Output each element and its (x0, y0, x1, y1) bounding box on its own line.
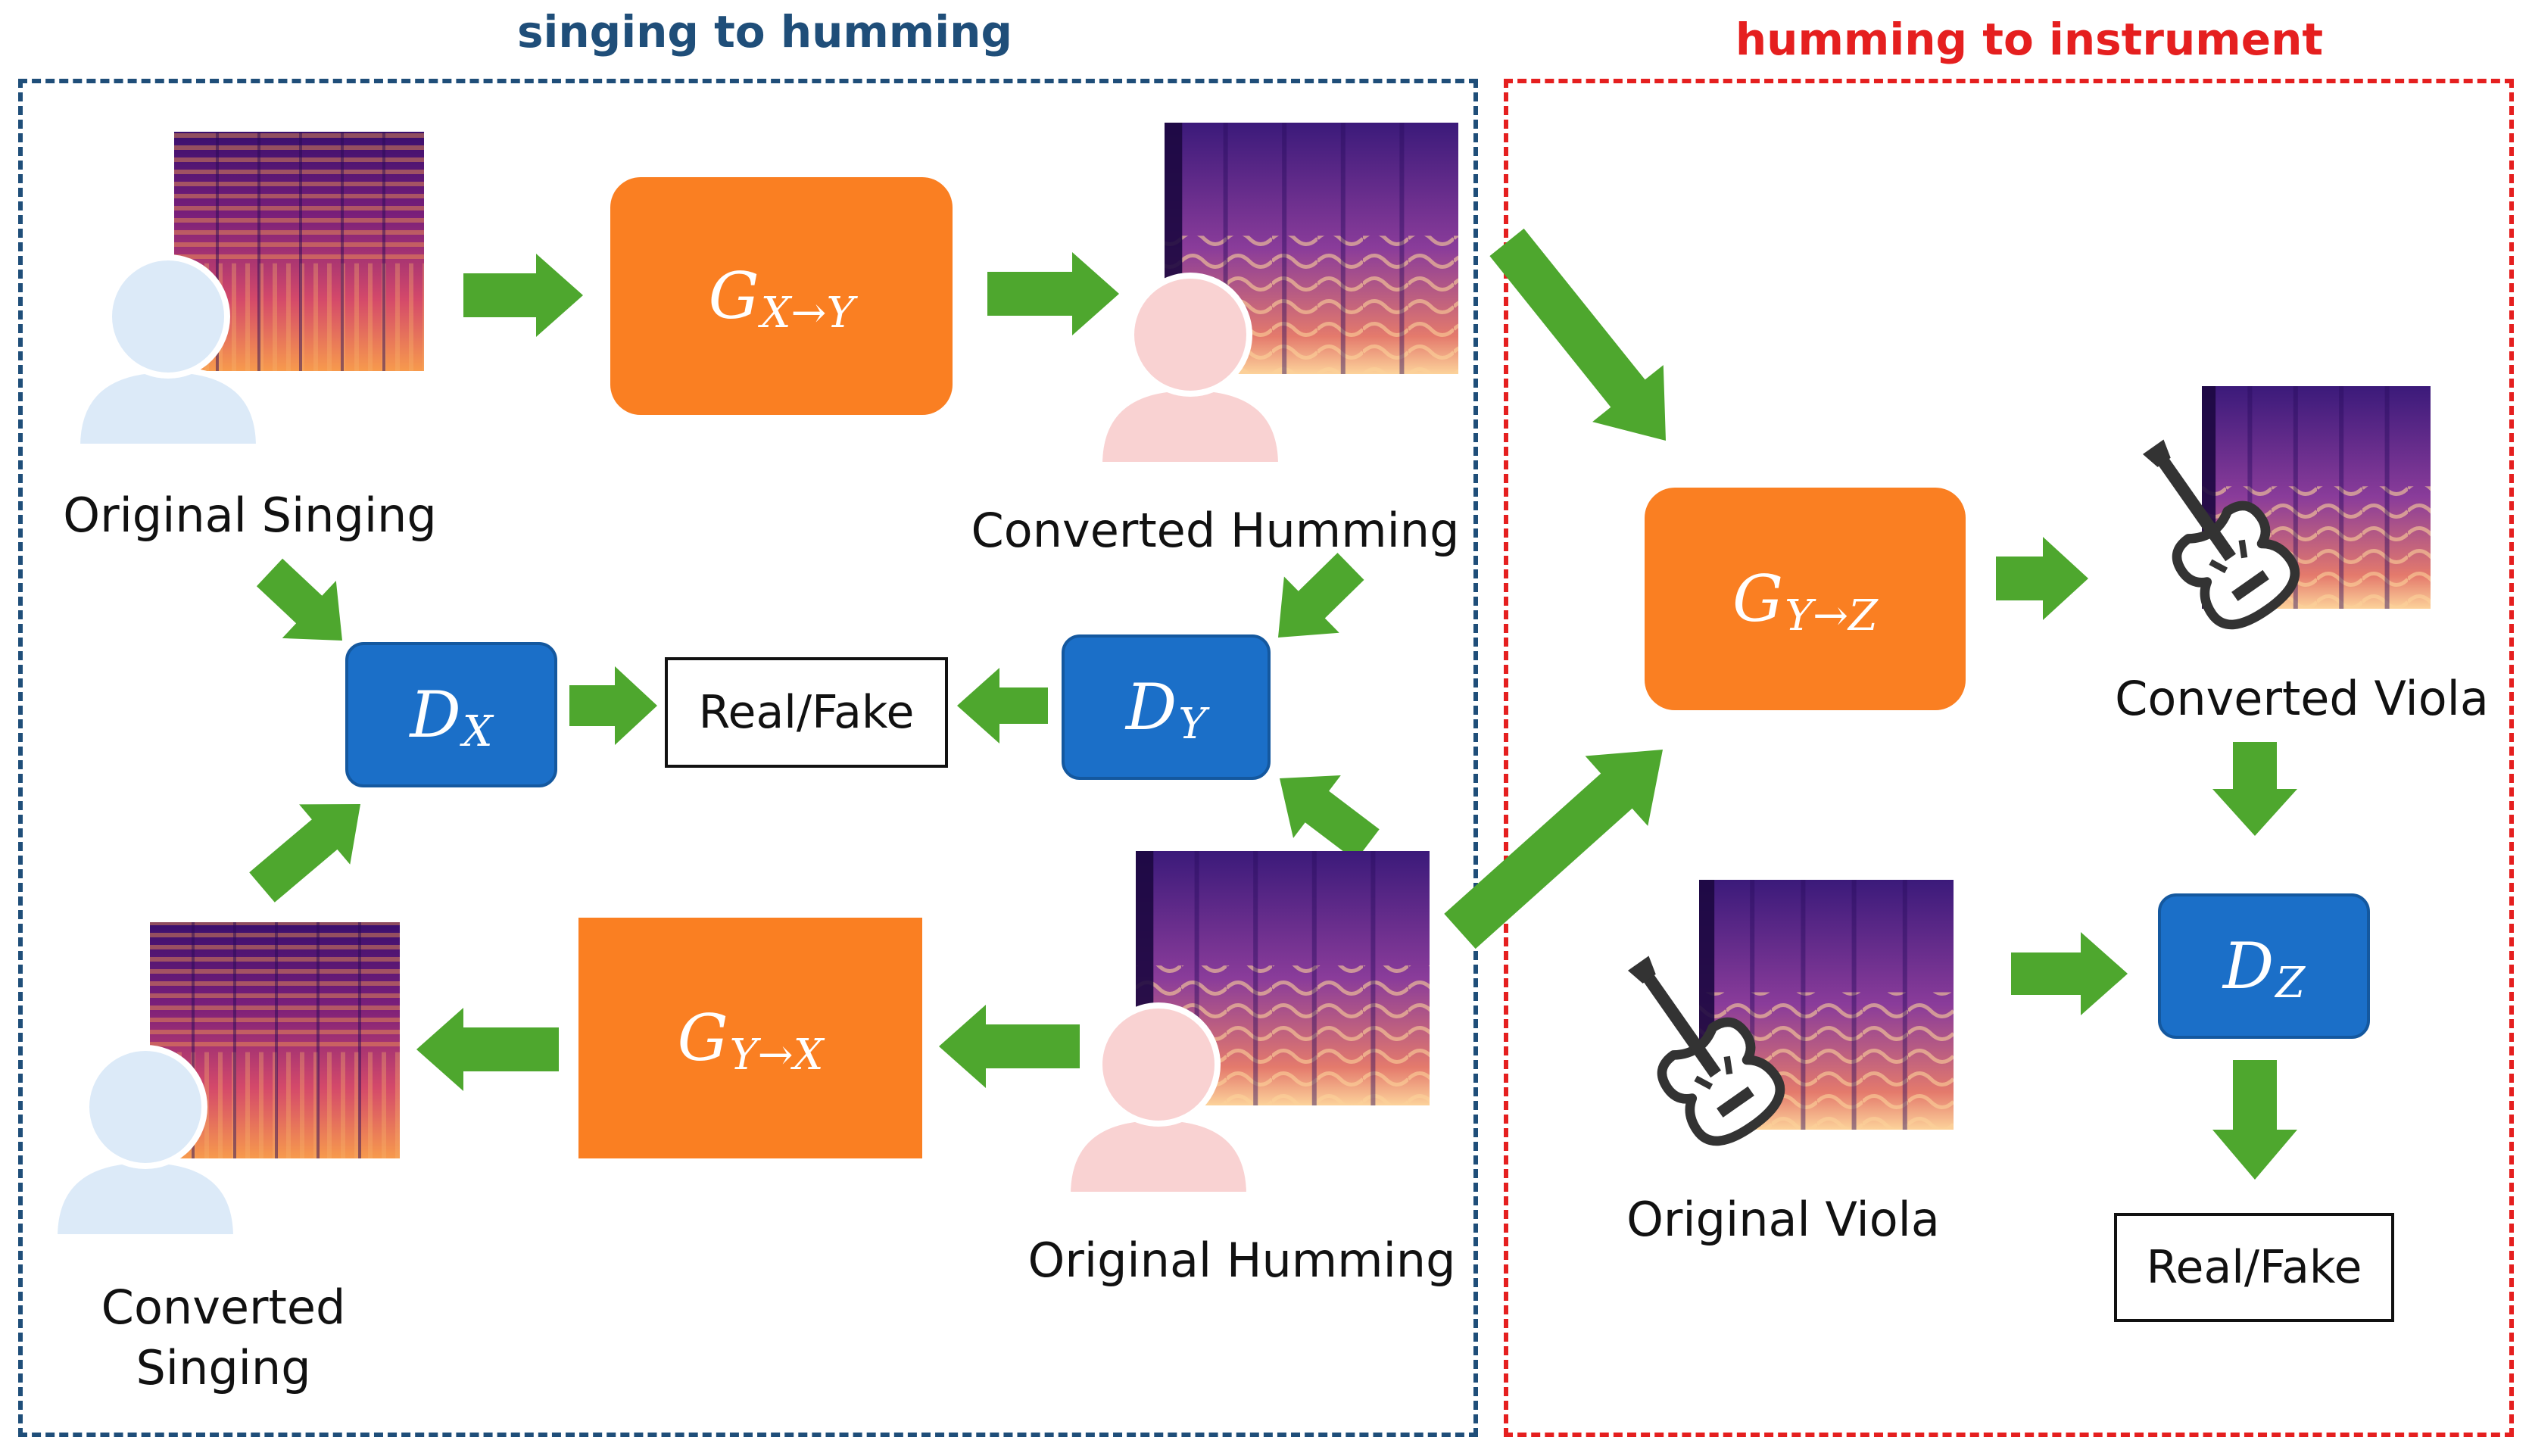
generator-x-to-y-subscript: X→Y (760, 288, 855, 338)
arrow-dz-to-real-fake (2212, 1060, 2297, 1180)
arrow-original-humming-to-dy (1280, 775, 1380, 861)
section-title-right: humming to instrument (1735, 14, 2324, 65)
discriminator-z-subscript: Z (2275, 958, 2306, 1008)
generator-y-to-z-subscript: Y→Z (1785, 591, 1878, 641)
label-converted-singing-line2: Singing (136, 1340, 311, 1395)
arrow-singing-to-gxy (463, 254, 583, 337)
discriminator-y-symbol: D (1125, 670, 1177, 744)
section-box-singing-to-humming (18, 79, 1478, 1437)
arrow-gxy-to-humming (987, 252, 1119, 335)
real-fake-output-right: Real/Fake (2114, 1213, 2394, 1322)
arrow-gyx-to-converted-singing (416, 1008, 559, 1091)
label-original-humming: Original Humming (1027, 1233, 1456, 1288)
arrow-original-humming-to-gyx (939, 1005, 1080, 1088)
label-converted-singing-line1: Converted (101, 1280, 346, 1335)
arrow-converted-humming-to-gyz (1489, 228, 1666, 441)
person-icon-original-singing (73, 254, 263, 450)
arrow-dy-to-real-fake (957, 668, 1048, 744)
violin-icon-original-viola (1627, 956, 1785, 1146)
generator-y-to-x-subscript: Y→X (729, 1030, 824, 1080)
label-converted-viola: Converted Viola (2115, 671, 2489, 726)
label-original-viola: Original Viola (1626, 1192, 1940, 1247)
arrow-original-humming-to-gyz (1444, 750, 1663, 949)
section-box-humming-to-instrument (1504, 79, 2514, 1437)
generator-x-to-y-symbol: G (708, 259, 759, 333)
arrow-gyz-to-converted-viola (1996, 537, 2088, 620)
person-icon-original-humming (1064, 1002, 1253, 1198)
discriminator-z-symbol: D (2222, 929, 2275, 1003)
arrow-converted-humming-to-dy (1278, 553, 1364, 638)
arrow-original-singing-to-dx (256, 558, 342, 641)
spectrogram-converted-singing (150, 922, 400, 1158)
arrow-original-viola-to-dz (2011, 932, 2128, 1015)
section-title-left: singing to humming (516, 6, 1012, 58)
arrow-dx-to-real-fake (569, 666, 657, 745)
generator-y-to-z-symbol: G (1732, 562, 1784, 636)
violin-icon-converted-viola (2142, 439, 2300, 630)
arrow-converted-viola-to-dz (2212, 742, 2297, 836)
spectrogram-original-singing (174, 132, 424, 371)
label-converted-humming: Converted Humming (971, 503, 1460, 558)
discriminator-y-subscript: Y (1178, 699, 1207, 749)
person-icon-converted-humming (1096, 273, 1285, 468)
generator-y-to-x-symbol: G (677, 1001, 728, 1075)
real-fake-output-left: Real/Fake (665, 657, 948, 768)
person-icon-converted-singing (51, 1045, 240, 1240)
discriminator-x-subscript: X (462, 706, 493, 756)
label-original-singing: Original Singing (63, 488, 437, 543)
discriminator-x-symbol: D (410, 678, 461, 752)
arrow-converted-singing-to-dx (249, 804, 360, 903)
